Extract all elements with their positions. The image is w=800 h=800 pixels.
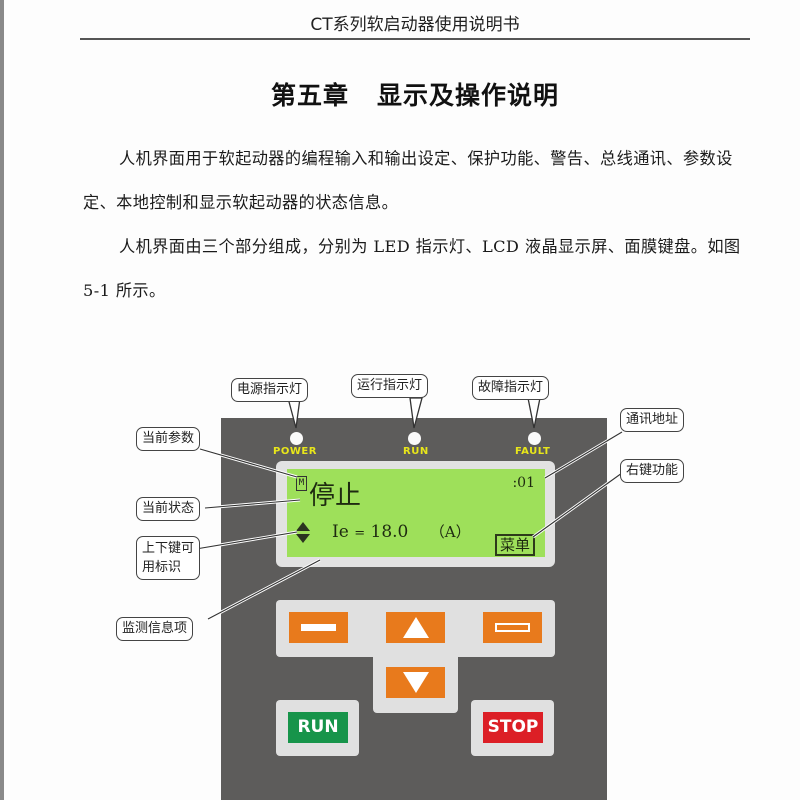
stop-button[interactable]: STOP [483,712,543,743]
lcd-menu-softkey: 菜单 [494,534,535,556]
page-left-edge [0,0,4,800]
right-key-button[interactable] [483,612,542,643]
fault-led-icon [528,432,541,445]
run-led-icon [408,432,421,445]
monitor-unit: （A） [429,523,471,541]
run-led-label: RUN [403,446,429,457]
updown-arrows-icon [296,522,310,543]
callout-comm-address: 通讯地址 [620,408,685,432]
callout-current-param: 当前参数 [136,427,201,451]
monitor-eq: = [354,526,366,541]
chapter-title: 第五章显示及操作说明 [80,76,750,112]
callout-updown-line1: 上下键可 [142,541,195,556]
power-led-label: POWER [273,446,317,457]
up-arrow-icon [403,617,429,638]
monitor-name: Ie [332,522,349,542]
chapter-name: 显示及操作说明 [377,81,560,110]
lcd-monitor-item: Ie = 18.0 （A） [332,521,471,542]
lcd-screen: M 停止 :01 Ie = 18.0 （A） 菜单 [287,469,545,557]
callout-right-key-function: 右键功能 [620,459,685,483]
callout-fault-led: 故障指示灯 [472,376,550,400]
up-key-button[interactable] [386,612,445,643]
callout-power-led: 电源指示灯 [231,378,309,402]
lcd-status: 停止 [309,481,362,511]
power-led-icon [290,432,303,445]
run-button[interactable]: RUN [288,712,348,743]
callout-updown-mark: 上下键可 用标识 [136,536,201,580]
paragraph-1: 人机界面用于软起动器的编程输入和输出设定、保护功能、警告、总线通讯、参数设定、本… [83,149,733,212]
down-arrow-icon [403,672,429,693]
chapter-number: 第五章 [270,81,349,110]
minus-bar-icon [301,624,336,631]
header-rule [80,38,750,40]
down-key-button[interactable] [386,667,445,698]
callout-monitor-item: 监测信息项 [116,617,194,641]
paragraph-2: 人机界面由三个部分组成，分别为 LED 指示灯、LCD 液晶显示屏、面膜键盘。如… [83,237,741,300]
current-param-marker: M [296,476,307,491]
callout-run-led: 运行指示灯 [351,374,429,398]
callout-updown-line2: 用标识 [142,560,182,575]
left-key-button[interactable] [289,612,348,643]
fault-led-label: FAULT [515,446,551,457]
lcd-comm-address: :01 [512,475,535,491]
running-head: CT系列软启动器使用说明书 [310,15,520,35]
callout-current-status: 当前状态 [136,497,201,521]
hollow-bar-icon [495,623,530,632]
monitor-value: 18.0 [370,522,409,542]
